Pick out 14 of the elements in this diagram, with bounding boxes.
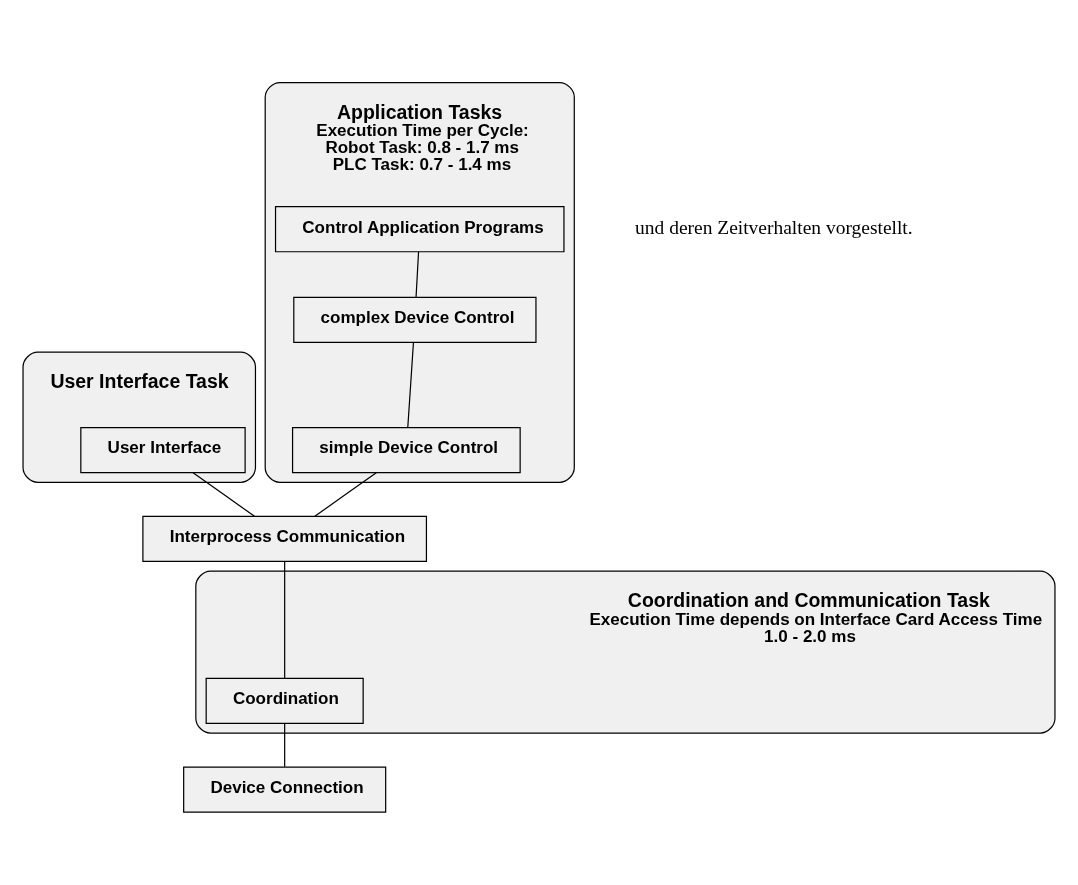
connector — [407, 342, 415, 429]
node-box: simple Device Control — [291, 426, 521, 474]
connector — [284, 561, 286, 679]
connector — [284, 722, 286, 768]
connector — [314, 472, 377, 517]
connector — [192, 472, 256, 517]
node-box: Device Connection — [183, 766, 387, 813]
node-box: User Interface — [80, 426, 246, 474]
connector — [415, 251, 420, 298]
node-box: Coordination — [205, 677, 364, 724]
label: und deren Zeitverhalten vorgestellt. — [635, 216, 913, 238]
node-box: Control Application Programs — [274, 206, 565, 253]
node-box: complex Device Control — [293, 296, 537, 344]
node-box: Interprocess Communication — [142, 515, 428, 563]
